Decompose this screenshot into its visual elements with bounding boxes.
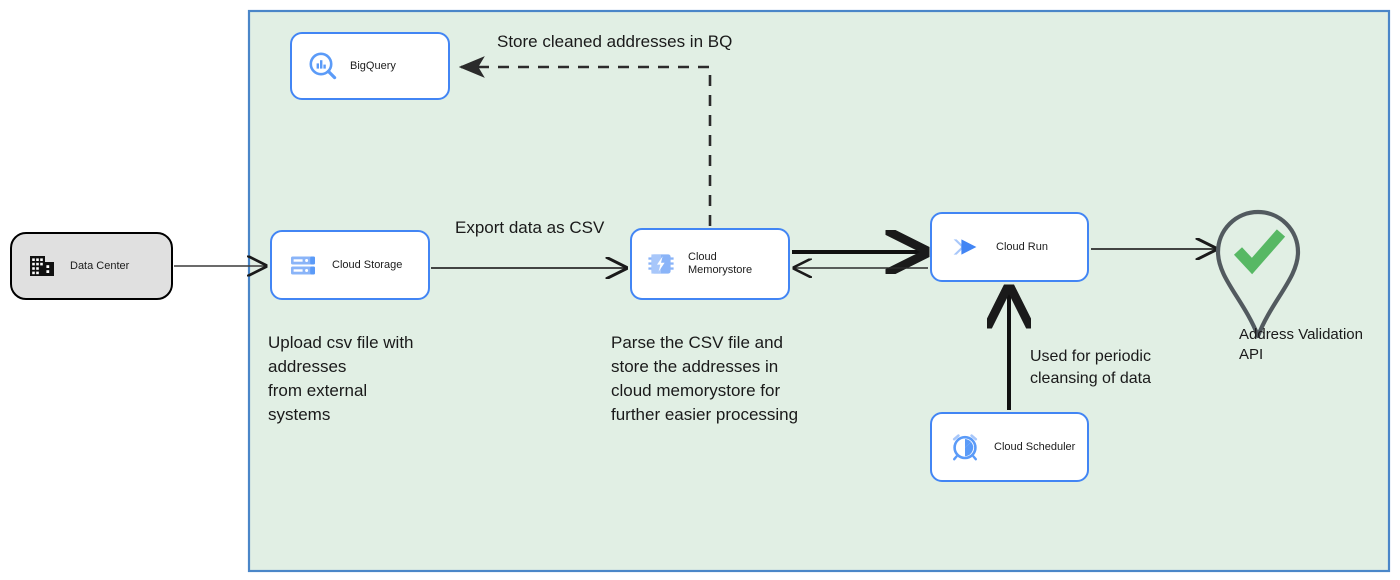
edge-memorystore-to-bigquery-dashed — [458, 56, 712, 226]
node-data-center[interactable]: Data Center — [10, 232, 173, 300]
node-cloud-run[interactable]: Cloud Run — [930, 212, 1089, 282]
annotation-parse-csv-note: Parse the CSV file and store the address… — [611, 333, 799, 424]
node-bigquery[interactable]: BigQuery — [290, 32, 450, 100]
map-pin-check-icon — [1215, 209, 1301, 339]
cloud-scheduler-alarm-clock-icon — [950, 432, 980, 462]
node-label-cloud-scheduler: Cloud Scheduler — [994, 440, 1076, 453]
node-label-data-center: Data Center — [70, 259, 130, 272]
edge-label-export-csv: Export data as CSV — [455, 218, 605, 237]
node-cloud-scheduler[interactable]: Cloud Scheduler — [930, 412, 1089, 482]
bigquery-magnifier-icon — [308, 51, 338, 81]
node-label-cloud-storage: Cloud Storage — [332, 258, 403, 271]
annotation-upload-csv-note: Upload csv file with addresses from exte… — [268, 333, 414, 424]
gcp-boundary-rect — [247, 9, 1391, 573]
edge-label-periodic-cleansing: Used for periodic cleansing of data — [1030, 348, 1151, 387]
office-building-icon — [28, 252, 56, 280]
cloud-run-chevron-icon — [950, 232, 980, 262]
edge-label-store-cleaned-bq: Store cleaned addresses in BQ — [497, 32, 733, 51]
node-cloud-storage[interactable]: Cloud Storage — [270, 230, 430, 300]
node-label-cloud-run: Cloud Run — [996, 240, 1048, 253]
address-validation-api-label: Address Validation API — [1239, 326, 1363, 363]
node-label-cloud-memorystore: Cloud Memorystore — [688, 251, 753, 276]
cloud-storage-rack-icon — [288, 250, 318, 280]
node-cloud-memorystore[interactable]: Cloud Memorystore — [630, 228, 790, 300]
node-label-bigquery: BigQuery — [350, 59, 396, 72]
memorystore-chip-icon — [646, 249, 676, 279]
